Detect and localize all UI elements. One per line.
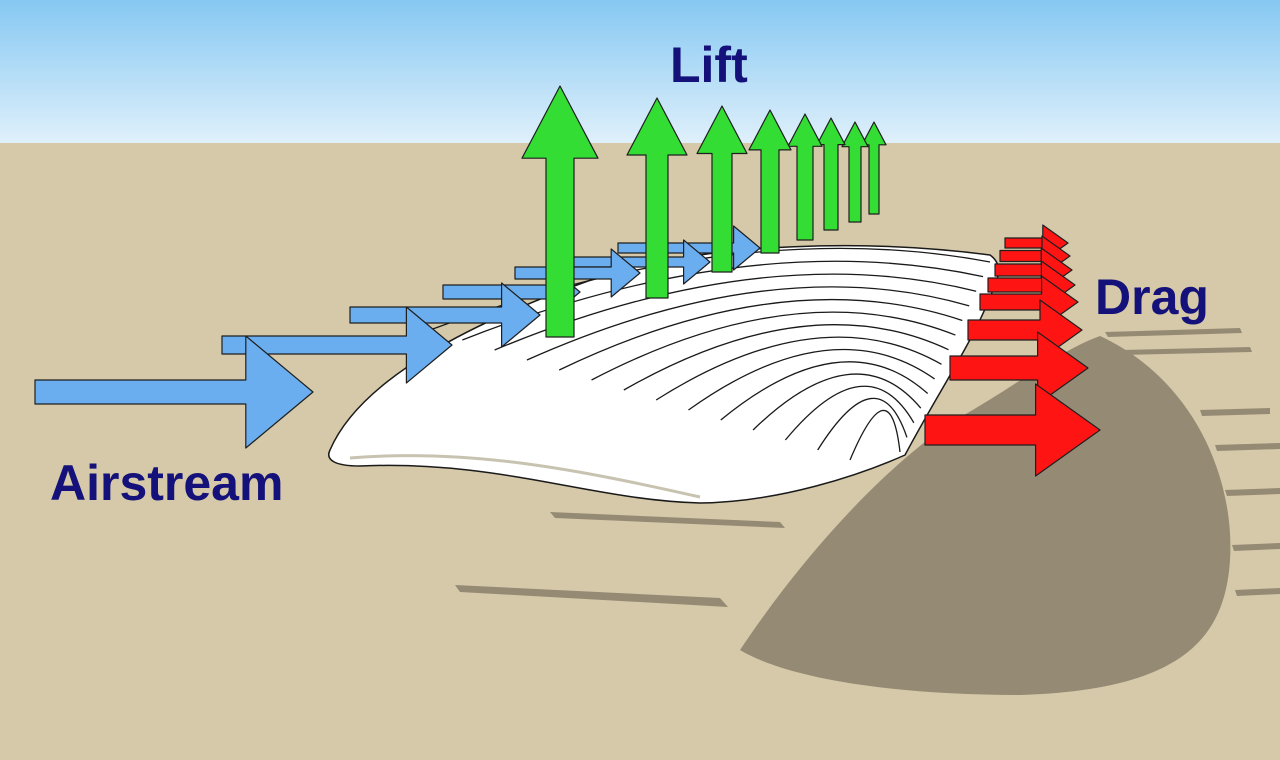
airstream-label: Airstream (50, 455, 284, 511)
drag-label: Drag (1095, 269, 1209, 325)
wing-rib (752, 373, 922, 431)
wing-rib (655, 336, 942, 401)
wing-rib (849, 409, 901, 461)
drag-arrow-icon (949, 331, 1089, 405)
sky (0, 0, 1280, 143)
lift-arrow-icon (748, 109, 792, 254)
lift-arrow-icon (861, 121, 887, 215)
wing-rib (526, 286, 970, 361)
lift-arrow-icon (841, 121, 869, 223)
wing-rib (688, 348, 935, 411)
lift-arrow-icon (626, 97, 688, 299)
streak-shadows (455, 328, 1280, 607)
wing-rib (623, 324, 949, 391)
lift-arrow-icon (816, 117, 846, 231)
wing-leading-edge (349, 454, 701, 499)
airstream-arrow-icon (514, 248, 641, 298)
lift-arrows (521, 85, 887, 338)
wing-rib (591, 311, 956, 381)
lift-label: Lift (670, 37, 748, 93)
airstream-arrows (34, 225, 761, 449)
wing-rib (558, 298, 963, 371)
wing-rib (784, 385, 915, 441)
airstream-arrow-icon (34, 335, 314, 449)
lift-arrow-icon (787, 113, 823, 241)
wing-rib (720, 361, 929, 421)
drag-arrow-icon (924, 383, 1101, 477)
wing-shadow (740, 336, 1231, 695)
drag-arrows (924, 224, 1101, 477)
lift-arrow-icon (521, 85, 599, 338)
lift-arrow-icon (696, 105, 748, 273)
airstream-arrow-icon (349, 282, 541, 348)
wing-rib (817, 397, 908, 451)
